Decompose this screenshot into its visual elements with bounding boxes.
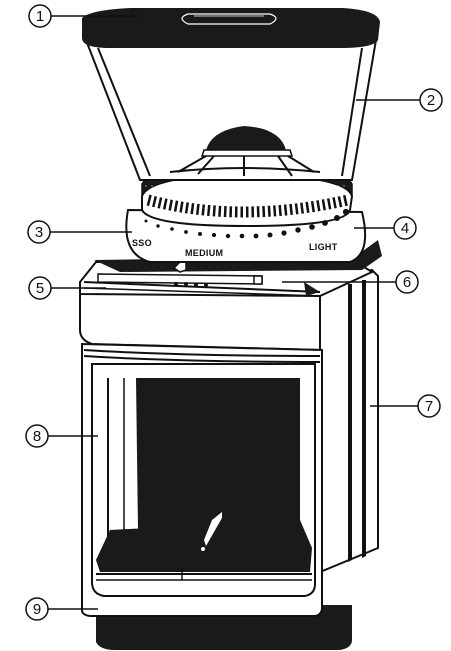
side-panel xyxy=(319,268,379,574)
callout-1: 1 xyxy=(28,4,52,28)
cup-slide-selector[interactable] xyxy=(172,261,263,285)
callout-3: 3 xyxy=(27,220,51,244)
dial-label-medium: MEDIUM xyxy=(185,248,223,258)
callout-5: 5 xyxy=(28,276,52,300)
hopper-lid xyxy=(82,8,380,48)
callout-1-label: 1 xyxy=(36,8,44,25)
callout-9: 9 xyxy=(25,597,49,621)
dial-label-espresso: SSO xyxy=(132,238,152,248)
callout-2-label: 2 xyxy=(427,92,435,109)
bean-hopper xyxy=(84,39,378,181)
callout-4-label: 4 xyxy=(401,220,409,237)
callout-6: 6 xyxy=(395,270,419,294)
callout-7: 7 xyxy=(417,394,441,418)
callout-8-label: 8 xyxy=(33,428,41,445)
leader-lines xyxy=(48,15,420,610)
callout-2: 2 xyxy=(419,88,443,112)
callout-5-label: 5 xyxy=(36,280,44,297)
grounds-chamber xyxy=(91,363,316,597)
callout-7-label: 7 xyxy=(425,398,433,415)
dial-label-light: LIGHT xyxy=(309,242,338,252)
callout-4: 4 xyxy=(393,216,417,240)
callout-6-label: 6 xyxy=(403,274,411,291)
callout-3-label: 3 xyxy=(35,224,43,241)
callout-9-label: 9 xyxy=(33,601,41,618)
grind-dot-scale xyxy=(144,208,350,239)
callout-8: 8 xyxy=(25,424,49,448)
